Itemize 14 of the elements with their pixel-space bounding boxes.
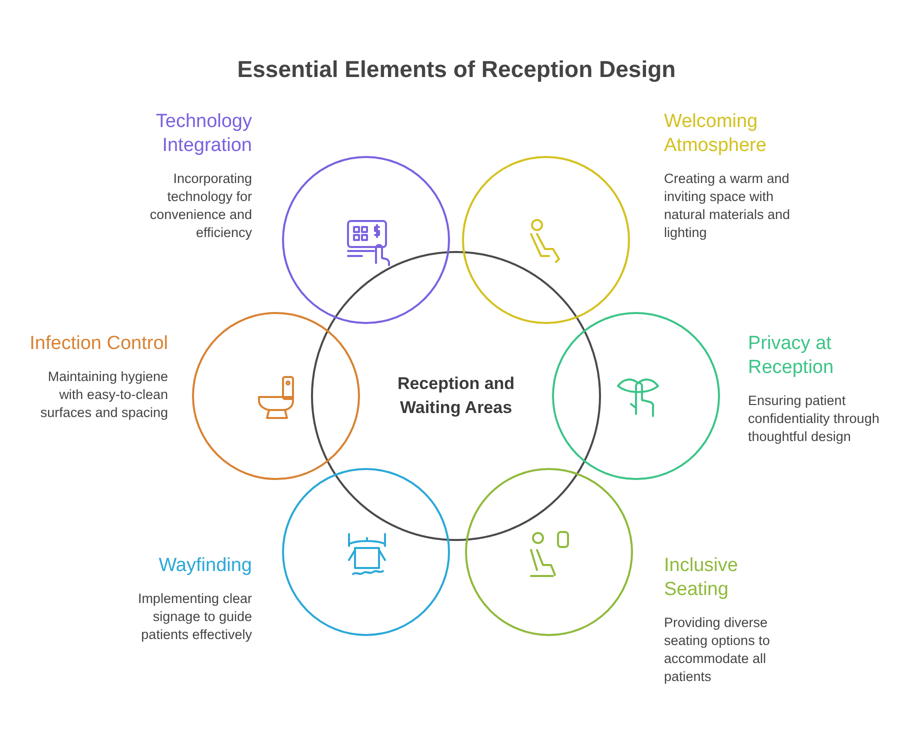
element-description: Providing diverse seating options to accommodate all patients <box>664 614 771 686</box>
element-description: Creating a warm and inviting space with natural materials and lighting <box>664 170 792 242</box>
hub-label: Reception and Waiting Areas <box>396 373 516 419</box>
element-heading: Wayfinding <box>158 554 252 578</box>
element-heading: Infection Control <box>28 332 168 356</box>
element-description: Ensuring patient confidentiality through thoughtful design <box>748 392 880 446</box>
diagram-title: Essential Elements of Reception Design <box>236 55 677 84</box>
element-heading: Privacy at Reception <box>748 332 835 380</box>
element-description: Incorporating technology for convenience and efficiency <box>148 170 252 242</box>
element-heading: Inclusive Seating <box>664 554 739 602</box>
element-heading: Welcoming Atmosphere <box>664 110 768 158</box>
element-description: Maintaining hygiene with easy-to-clean surfaces and spacing <box>39 368 168 422</box>
element-heading: Technology Integration <box>154 110 252 158</box>
element-description: Implementing clear signage to guide patients effectively <box>136 590 252 644</box>
